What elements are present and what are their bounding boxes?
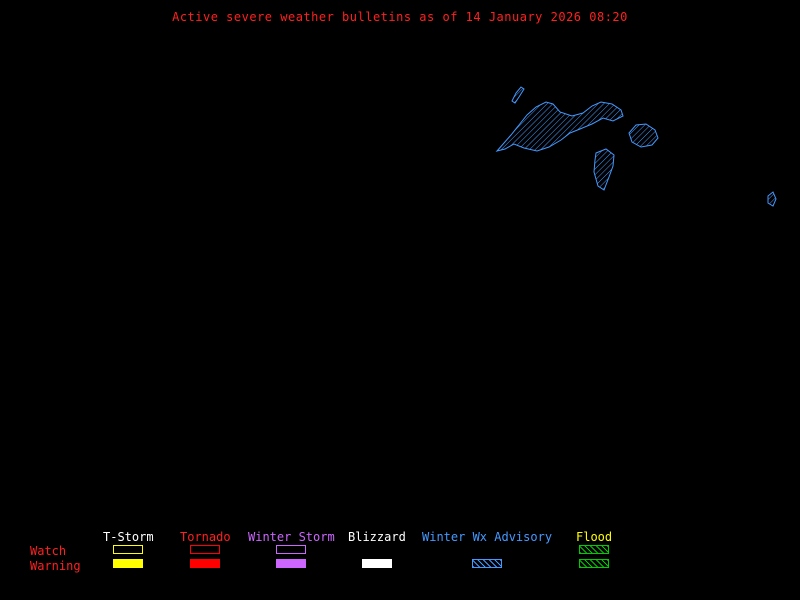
legend-row-watch-label: Watch [30, 544, 67, 558]
legend-label-flood: Flood [576, 530, 613, 544]
legend-row-warning-label: Warning [30, 559, 81, 573]
tstorm-warning-swatch [113, 559, 143, 568]
advisory-region[interactable] [593, 148, 615, 191]
flood-warning-swatch [579, 559, 609, 568]
winter-wx-advisory-warning-swatch [472, 559, 502, 568]
winter-storm-warning-swatch [276, 559, 306, 568]
page-title: Active severe weather bulletins as of 14… [172, 10, 628, 24]
tornado-watch-swatch [190, 545, 220, 554]
tornado-warning-swatch [190, 559, 220, 568]
winter-storm-watch-swatch [276, 545, 306, 554]
advisory-region[interactable] [511, 86, 525, 104]
legend-label-winter-wx-advisory: Winter Wx Advisory [422, 530, 553, 544]
legend-label-blizzard: Blizzard [348, 530, 406, 544]
legend-label-winter-storm: Winter Storm [248, 530, 335, 544]
advisory-region[interactable] [495, 101, 624, 152]
legend-label-tstorm: T-Storm [103, 530, 154, 544]
legend: Watch Warning T-Storm Tornado Winter Sto… [0, 528, 800, 576]
advisory-regions [495, 86, 777, 207]
advisory-region[interactable] [628, 123, 659, 148]
blizzard-warning-swatch [362, 559, 392, 568]
advisory-region[interactable] [767, 191, 777, 207]
flood-watch-swatch [579, 545, 609, 554]
tstorm-watch-swatch [113, 545, 143, 554]
legend-label-tornado: Tornado [180, 530, 231, 544]
